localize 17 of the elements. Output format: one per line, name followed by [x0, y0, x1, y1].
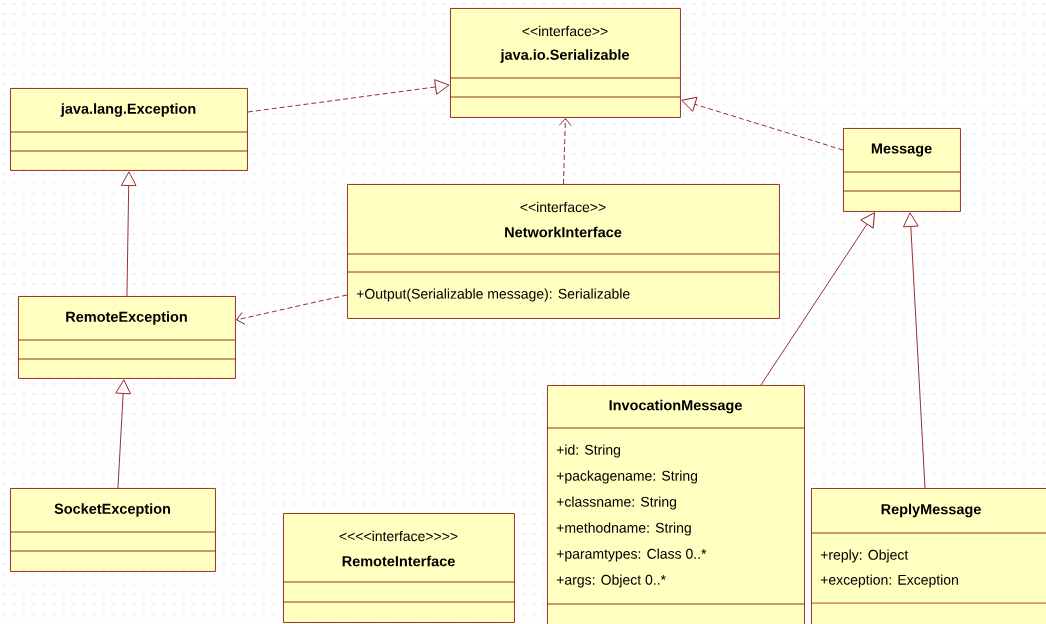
class-box: SocketException: [9, 488, 216, 572]
class-box: Message: [842, 128, 961, 212]
generalization-arrow: [120, 171, 137, 297]
class-box: RemoteException: [17, 296, 236, 379]
class-box: <<interface>> java.io.Serializable: [449, 8, 681, 118]
class-box: <<<<interface>>>> RemoteInterface: [282, 513, 515, 623]
dependency-arrow: [558, 118, 572, 185]
generalization-arrow: [760, 212, 875, 386]
generalization-arrow: [115, 379, 131, 489]
class-box: ReplyMessage +reply: Object +exception: Exception: [810, 488, 1046, 624]
class-box: InvocationMessage +id: String +packagename: String +classname: String +methodname: String +paramtypes: Class 0..* +args: Object 0..*: [546, 385, 805, 624]
class-box: <<interface>> NetworkInterface +Output(Serializable message): Serializable: [346, 184, 780, 319]
generalization-arrow: [903, 212, 926, 489]
generalization-arrow: [681, 96, 844, 151]
class-box: java.lang.Exception: [9, 88, 248, 171]
dependency-arrow: [236, 294, 348, 325]
generalization-arrow: [247, 79, 450, 113]
